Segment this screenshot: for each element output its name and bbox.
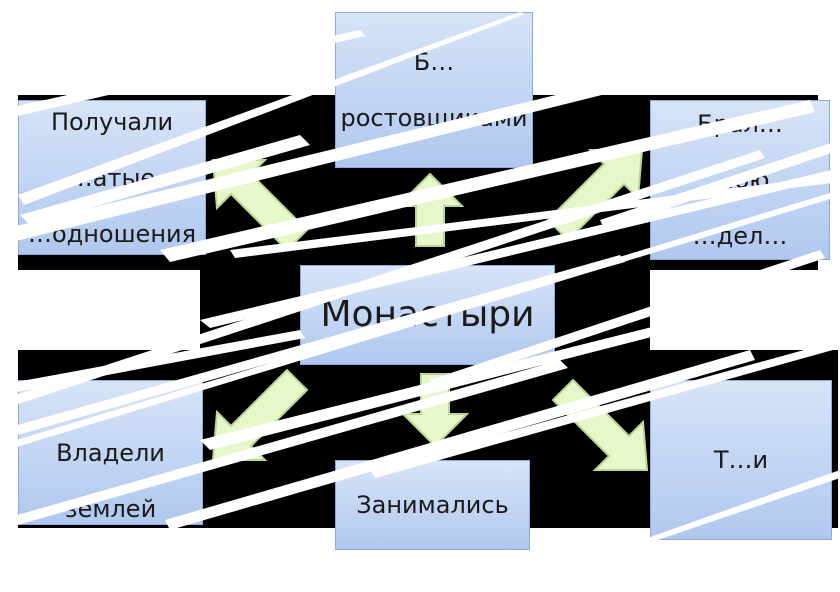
box-top-left-line-1: Получали [50, 107, 174, 136]
box-top-right: Брал… …ою …дел… [650, 100, 830, 260]
box-top-left-line-2: …атые [68, 163, 156, 192]
arrow-up-icon [395, 172, 465, 247]
box-bottom-left-line-3: землей [64, 494, 157, 523]
box-top-left-line-3: …одношения [27, 219, 197, 248]
box-bottom-center-line-1: Занимались [356, 491, 509, 519]
arrow-down-left-icon [211, 368, 309, 461]
box-top-right-line-3: …дел… [692, 222, 788, 250]
box-bottom-left: … Владели землей [18, 380, 203, 525]
box-top-center-line-2: ростовщиками [340, 104, 528, 132]
box-bottom-right: Т…и [650, 380, 832, 540]
box-bottom-left-line-1: … [98, 382, 123, 411]
box-bottom-center: Занимались [335, 460, 530, 550]
box-top-left: Получали …атые …одношения [18, 100, 206, 255]
box-top-center-line-1: Б… [413, 48, 455, 76]
box-bottom-right-line-1: Т…и [713, 446, 769, 474]
box-top-right-line-1: Брал… [697, 110, 783, 138]
arrow-up-left-icon [211, 159, 309, 252]
box-top-right-line-2: …ою [710, 166, 770, 194]
arrow-up-right-icon [546, 149, 644, 242]
arrow-down-right-icon [551, 378, 649, 471]
box-center: Монастыри [300, 265, 555, 365]
box-center-label: Монастыри [320, 294, 535, 335]
arrow-down-icon [400, 373, 470, 448]
box-top-center: Б… ростовщиками [335, 12, 533, 168]
box-bottom-left-line-2: Владели [56, 438, 165, 467]
